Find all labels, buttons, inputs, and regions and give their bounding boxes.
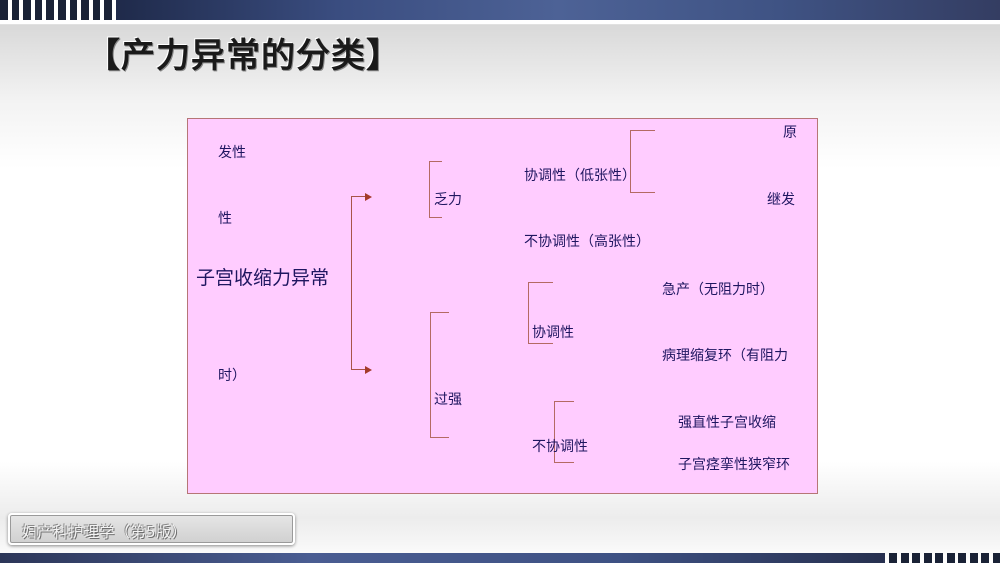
- root-label: 子宫收缩力异常: [196, 267, 330, 289]
- bracket-strong: [430, 312, 449, 438]
- connector-arrow-weak: [351, 196, 365, 197]
- slide-title: 【产力异常的分类】: [86, 36, 401, 76]
- weak-uncoordinated-label: 不协调性（高张性）: [524, 234, 650, 250]
- bottom-gradient-bar: [0, 553, 885, 563]
- divider: [0, 20, 1000, 24]
- arrow-right-icon: [365, 193, 372, 201]
- classification-diagram: [187, 118, 818, 494]
- primary-label: 原: [783, 125, 797, 141]
- bracket-uncoordinated-strong: [554, 401, 574, 463]
- precipitous-label: 急产（无阻力时）: [662, 282, 774, 298]
- strong-coordinated-label: 协调性: [532, 325, 574, 341]
- strong-label: 过强: [434, 392, 462, 408]
- bottom-stripes: [889, 553, 1000, 563]
- ring-suffix-label: 时）: [218, 368, 246, 384]
- top-gradient-bar: [116, 0, 1000, 20]
- weak-label: 乏力: [434, 192, 462, 208]
- bracket-coordinated-weak: [630, 130, 655, 193]
- book-title: 妇产科护理学（第5版）: [22, 523, 188, 541]
- bracket-weak: [429, 161, 442, 218]
- bottom-banner: [0, 553, 1000, 563]
- root-connector-line: [351, 196, 352, 370]
- secondary-suffix-label: 性: [218, 211, 232, 227]
- pathological-ring-label: 病理缩复环（有阻力: [662, 348, 788, 364]
- book-title-badge: 妇产科护理学（第5版）: [8, 513, 295, 545]
- top-banner: [0, 0, 1000, 20]
- bracket-coordinated-strong: [528, 282, 553, 344]
- connector-arrow-strong: [351, 369, 365, 370]
- top-stripes: [0, 0, 116, 20]
- arrow-right-icon: [365, 366, 372, 374]
- constriction-ring-label: 子宫痉挛性狭窄环: [678, 457, 790, 473]
- secondary-label: 继发: [767, 192, 795, 208]
- tetanic-label: 强直性子宫收缩: [678, 415, 776, 431]
- weak-coordinated-label: 协调性（低张性）: [524, 168, 636, 184]
- primary-suffix-label: 发性: [218, 145, 246, 161]
- strong-uncoordinated-label: 不协调性: [532, 439, 588, 455]
